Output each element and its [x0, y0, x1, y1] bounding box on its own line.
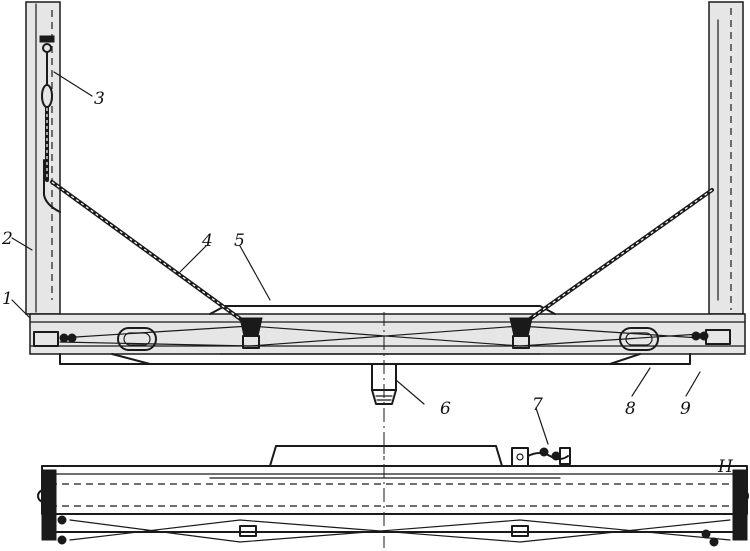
callout-labels: 1 2 3 4 5 6 7 8 9	[1, 89, 691, 419]
left-upright-post	[25, 1, 61, 315]
callout-6: 6	[440, 399, 451, 419]
callout-8: 8	[625, 399, 636, 419]
front-elevation-view	[25, 1, 746, 460]
center-pin	[371, 363, 397, 405]
plan-corner-mark: H	[717, 457, 734, 477]
leader-lines	[11, 71, 701, 445]
callout-4: 4	[201, 231, 213, 251]
callout-1: 1	[2, 289, 13, 309]
shackle-loops	[117, 327, 659, 351]
cable-clamps	[239, 317, 533, 349]
right-upright-post	[708, 1, 744, 315]
bottom-beam	[29, 305, 746, 460]
chain-bracket	[511, 447, 571, 467]
callout-7: 7	[532, 395, 543, 415]
callout-3: 3	[94, 89, 105, 109]
plan-view: H	[37, 440, 749, 548]
end-fittings	[33, 329, 731, 347]
callout-9: 9	[680, 399, 691, 419]
callout-2: 2	[1, 229, 13, 249]
callout-5: 5	[234, 231, 245, 251]
turnbuckle-assembly	[39, 35, 55, 182]
